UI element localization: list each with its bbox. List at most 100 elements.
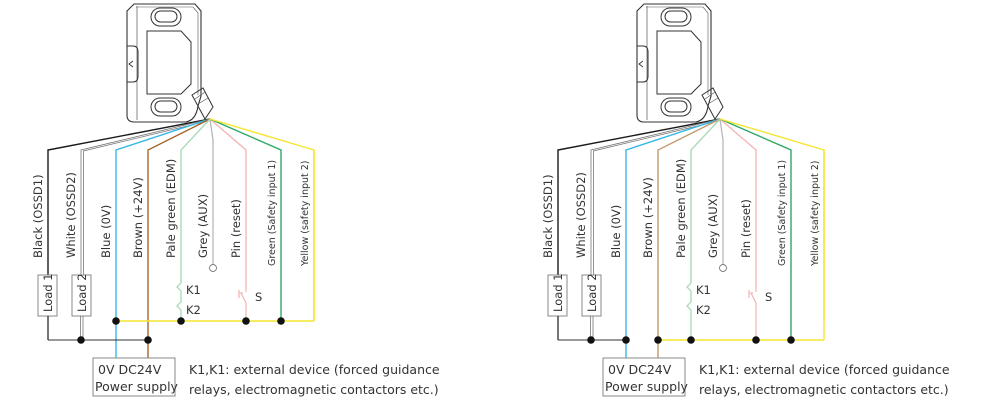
- wire-line: [690, 118, 721, 283]
- power-supply-title: Power supply: [605, 379, 689, 394]
- bus-lines: [558, 150, 825, 344]
- wire-line: [719, 118, 792, 321]
- reset-switch: S: [238, 289, 262, 321]
- switch-symbol: [238, 289, 247, 321]
- junction-dot: [242, 317, 250, 325]
- mount-hole-top-inner: [154, 10, 178, 23]
- wire-black: [47, 118, 211, 275]
- wire-line: [80, 118, 211, 275]
- note-line-1: K1,K1: external device (forced guidance: [699, 362, 950, 377]
- load-label: Load 1: [551, 273, 565, 312]
- wire-line: [180, 118, 211, 283]
- wire-label-pink: Pin (reset): [739, 199, 753, 258]
- power-supply-voltage-label: 0V DC24V: [608, 362, 672, 377]
- external-device-note: K1,K1: external device (forced guidance r…: [699, 362, 950, 397]
- junction-dot: [787, 336, 795, 344]
- power-supply: 0V DC24V Power supply: [602, 357, 689, 397]
- note-line-1: K1,K1: external device (forced guidance: [189, 362, 440, 377]
- sensor-inner-edge: [136, 6, 199, 95]
- cable-gland: [191, 87, 214, 120]
- junction-dot: [277, 317, 285, 325]
- note-line-2: relays, electromagnetic contactors etc.): [699, 382, 949, 397]
- diagram-left: Black (OSSD1)White (OSSD2)Blue (0V)Brown…: [31, 3, 440, 397]
- wire-green: [209, 118, 282, 321]
- mount-hole-top: [150, 7, 182, 27]
- wire-line: [83, 120, 211, 275]
- wire-label-brown: Brown (+24V): [131, 177, 145, 258]
- wire-line: [625, 118, 721, 358]
- power-supply-title: Power supply: [95, 379, 179, 394]
- contact-k1-label: K1: [696, 283, 711, 297]
- indicator-arrow-icon: [638, 60, 644, 68]
- cable-gland: [701, 87, 724, 120]
- wire-label-pale-green: Pale green (EDM): [674, 159, 688, 258]
- power-supply-voltage-label: 0V DC24V: [98, 362, 162, 377]
- wire-label-brown: Brown (+24V): [641, 177, 655, 258]
- wire-grey: [209, 118, 217, 272]
- sensor-body: [126, 3, 214, 123]
- wire-green: [719, 118, 792, 321]
- wire-label-pink: Pin (reset): [229, 199, 243, 258]
- wire-line: [209, 118, 282, 321]
- wire-line: [209, 118, 214, 264]
- wire-label-yellow: Yellow (safety input 2): [810, 160, 821, 267]
- wire-pink: [209, 118, 247, 289]
- note-line-2: relays, electromagnetic contactors etc.): [189, 382, 439, 397]
- wire-label-grey: Grey (AUX): [706, 194, 720, 258]
- load-2: Load 2: [581, 273, 602, 340]
- sensor-body: [636, 3, 724, 123]
- mount-hole-top-inner: [664, 10, 688, 23]
- wire-blue: [625, 118, 721, 358]
- mount-hole-bottom: [660, 97, 692, 117]
- junction-dot: [654, 336, 662, 344]
- reset-switch: S: [748, 289, 772, 321]
- wire-line: [590, 118, 721, 275]
- contact-k1-label: K1: [186, 283, 201, 297]
- diagram-right: Black (OSSD1)White (OSSD2)Blue (0V)Brown…: [541, 3, 950, 397]
- wire-label-grey: Grey (AUX): [196, 194, 210, 258]
- junction-dot: [77, 336, 85, 344]
- mount-hole-bottom: [150, 97, 182, 117]
- contact-k2-label: K2: [696, 303, 711, 317]
- external-device-note: K1,K1: external device (forced guidance r…: [189, 362, 440, 397]
- sensor-window: [146, 30, 192, 95]
- wire-label-black: Black (OSSD1): [31, 174, 45, 258]
- junction-dot: [622, 336, 630, 344]
- wire-line: [719, 118, 724, 264]
- wire-label-yellow: Yellow (safety input 2): [300, 160, 311, 267]
- wire-label-white: White (OSSD2): [574, 172, 588, 258]
- sensor-inner-edge: [646, 6, 709, 95]
- switch-s-label: S: [765, 290, 772, 304]
- junction-dot: [687, 336, 695, 344]
- contact-k1-k2-symbol: [686, 282, 692, 321]
- mount-hole-bottom-inner: [154, 100, 178, 113]
- wire-label-black: Black (OSSD1): [541, 174, 555, 258]
- power-supply: 0V DC24V Power supply: [92, 357, 179, 397]
- load-1: Load 1: [37, 273, 58, 340]
- wire-line: [557, 118, 721, 275]
- side-tab: [637, 45, 649, 83]
- switch-s-label: S: [255, 290, 262, 304]
- wire-pink: [719, 118, 757, 289]
- load-2: Load 2: [71, 273, 92, 340]
- load-label: Load 2: [75, 273, 89, 312]
- wire-line: [593, 120, 721, 275]
- contact-k1-k2-symbol: [176, 282, 182, 321]
- power-supply-box: [92, 357, 176, 397]
- power-supply-box: [602, 357, 686, 397]
- wire-line: [209, 118, 247, 289]
- junction-dot: [752, 336, 760, 344]
- mount-hole-top: [660, 7, 692, 27]
- indicator-arrow-icon: [128, 60, 134, 68]
- wire-label-green: Green (Safety input 1): [777, 160, 788, 266]
- terminal-open-circle: [209, 264, 217, 272]
- sensor-window: [656, 30, 702, 95]
- wire-white: [590, 118, 721, 275]
- junction-dot: [177, 317, 185, 325]
- wire-label-white: White (OSSD2): [64, 172, 78, 258]
- bus-lines: [48, 150, 315, 344]
- contact-k2-label: K2: [186, 303, 201, 317]
- junction-dot: [587, 336, 595, 344]
